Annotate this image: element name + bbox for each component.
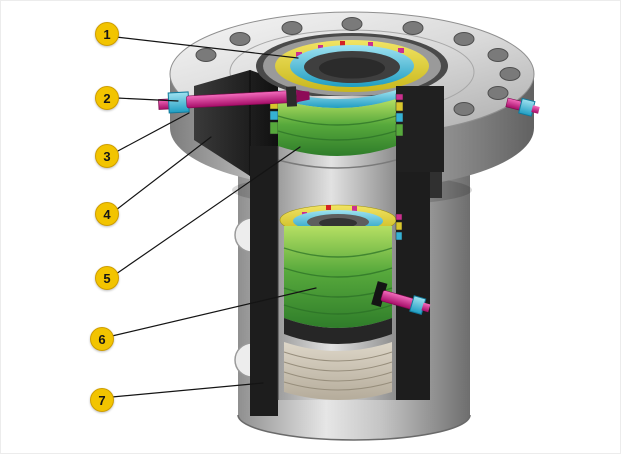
bolt-hole — [281, 21, 303, 35]
callout-badge-7: 7 — [90, 388, 114, 412]
seal-section-magenta — [395, 213, 403, 221]
leader-line-3 — [115, 112, 190, 153]
bolt-hole — [341, 17, 363, 31]
bolt-hole — [402, 21, 424, 35]
lock-screw-tip — [296, 90, 310, 103]
seal-section-yellow — [395, 221, 403, 231]
seal-dot-magenta — [296, 52, 302, 57]
callout-badge-5: 5 — [95, 266, 119, 290]
seal-dot-magenta — [352, 206, 357, 211]
sectioned-seals-right — [395, 93, 404, 241]
callout-badge-1: 1 — [95, 22, 119, 46]
seal-section-green — [269, 121, 279, 135]
upper-hanger-grooves — [277, 115, 397, 141]
groove-line — [277, 115, 397, 126]
groove-line — [283, 247, 393, 258]
body-bottom-rim — [237, 414, 471, 441]
bore-step-arc — [277, 159, 397, 169]
lock-pin-nub — [531, 105, 540, 114]
bolt-hole — [453, 32, 475, 46]
leader-lines — [111, 36, 317, 398]
bolt-hole — [453, 102, 475, 116]
thread-line — [283, 361, 393, 372]
lock-screw-upper-left — [158, 86, 310, 114]
bolt-hole — [487, 48, 509, 62]
leader-line-2 — [116, 97, 179, 102]
leader-line-5 — [115, 146, 301, 275]
lower-hanger-bore-hole — [319, 218, 357, 228]
right-body-section — [396, 172, 430, 400]
thread-line — [283, 371, 393, 382]
thread-lines — [283, 351, 393, 391]
leader-line-1 — [115, 36, 299, 59]
upper-hanger-green-body — [278, 99, 396, 156]
seal-dot-magenta — [368, 42, 373, 47]
right-section-step — [430, 172, 442, 198]
seal-dot-red — [340, 41, 345, 46]
groove-line — [277, 130, 397, 141]
seal-dot-red — [326, 205, 331, 210]
leader-line-4 — [115, 136, 212, 211]
leader-line-7 — [111, 382, 264, 398]
lock-screw-lower-right — [371, 281, 431, 316]
hanger-top-seal-dots — [296, 41, 404, 57]
bolt-hole — [499, 67, 521, 81]
bore-inner-hole — [319, 57, 385, 79]
seal-section-cyan — [395, 112, 404, 123]
bolt-hole — [487, 86, 509, 100]
callout-badge-4: 4 — [95, 202, 119, 226]
lock-screw-nub — [421, 302, 431, 313]
seal-dot-magenta — [398, 48, 404, 53]
seal-section-green — [395, 123, 404, 137]
bolt-hole — [229, 32, 251, 46]
thread-line — [283, 381, 393, 391]
lock-screw-nut — [167, 91, 190, 114]
left-body-section — [250, 146, 278, 416]
seal-dot-magenta — [318, 45, 323, 50]
casing-dark-band — [284, 318, 392, 344]
lock-pin-upper-right — [505, 97, 540, 117]
lock-screw-collar — [285, 86, 298, 107]
seal-section-magenta — [395, 93, 404, 101]
callout-badge-2: 2 — [95, 86, 119, 110]
seal-section-cyan — [395, 231, 403, 241]
upper-hanger-cyan-band — [278, 90, 396, 108]
thread-line — [283, 351, 393, 362]
callout-badge-6: 6 — [90, 327, 114, 351]
seal-section-yellow — [395, 101, 404, 112]
right-flange-section — [396, 86, 444, 172]
groove-line — [283, 304, 393, 315]
leader-line-6 — [111, 287, 317, 337]
groove-line — [283, 267, 393, 278]
callout-badge-3: 3 — [95, 144, 119, 168]
lock-screw-bracket — [371, 281, 388, 307]
seal-section-cyan — [269, 110, 279, 121]
bolt-hole — [195, 48, 217, 62]
